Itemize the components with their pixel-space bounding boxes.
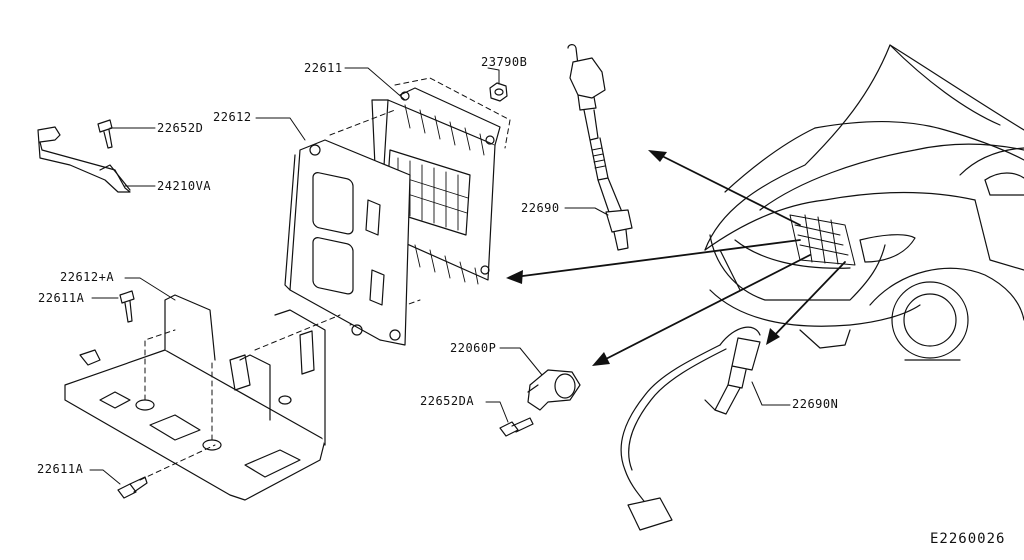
callout-22612a[interactable]: 22612+A xyxy=(60,270,115,284)
callout-22611a-lower[interactable]: 22611A xyxy=(37,462,84,476)
callout-22690[interactable]: 22690 xyxy=(521,201,560,215)
arrow-to-sensor-22690n xyxy=(769,261,846,341)
lower-bracket-22612a xyxy=(64,294,326,501)
callout-22611a-upper[interactable]: 22611A xyxy=(38,291,85,305)
callout-22690n[interactable]: 22690N xyxy=(792,397,839,411)
arrow-to-sensor-22690 xyxy=(659,154,801,226)
vehicle-front-drawing xyxy=(704,44,1024,361)
bolt-22611a-lower xyxy=(117,476,148,499)
callout-22611[interactable]: 22611 xyxy=(304,61,343,75)
nut-23790b xyxy=(489,82,508,102)
callout-22652d[interactable]: 22652D xyxy=(157,121,204,135)
oxygen-sensor-22690n xyxy=(620,326,761,531)
arrow-to-knock-sensor xyxy=(599,254,811,363)
knock-sensor-22060p xyxy=(527,369,581,411)
leader-arrows xyxy=(514,154,846,363)
arrow-to-ecm xyxy=(514,239,801,278)
callout-23790b[interactable]: 23790B xyxy=(481,55,528,69)
bolt-22611a-upper xyxy=(119,290,135,323)
assembly-guides xyxy=(139,314,341,481)
callout-leaders xyxy=(89,67,791,485)
callout-22060p[interactable]: 22060P xyxy=(450,341,497,355)
ecm-bracket-22612 xyxy=(284,139,411,346)
bolt-22652d xyxy=(97,119,113,149)
callout-24210va[interactable]: 24210VA xyxy=(157,179,212,193)
callout-22612[interactable]: 22612 xyxy=(213,110,252,124)
callout-22652da[interactable]: 22652DA xyxy=(420,394,475,408)
harness-clip-24210va xyxy=(37,126,131,193)
diagram-id-label: E2260026 xyxy=(930,531,1006,547)
oxygen-sensor-22690 xyxy=(567,44,633,251)
bolt-22652da xyxy=(499,417,534,437)
